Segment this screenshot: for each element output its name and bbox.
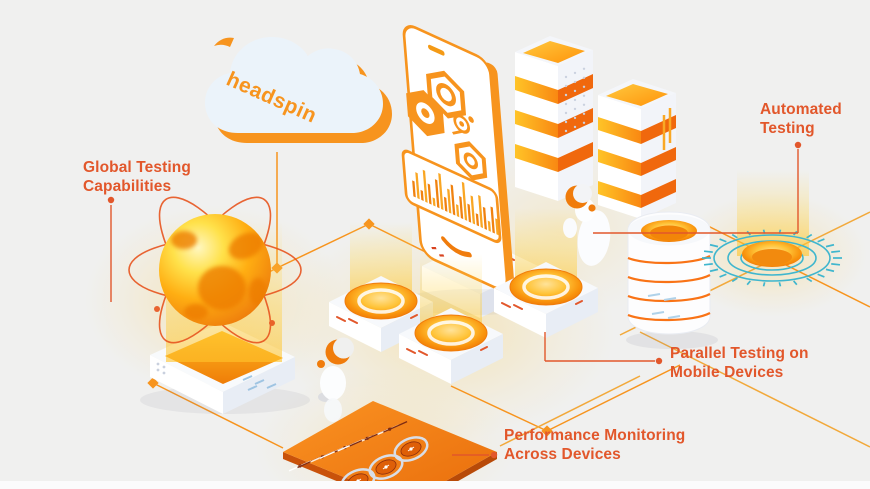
automated-testing-leader-line (593, 141, 802, 234)
label-automated-testing: Automated Testing (760, 101, 842, 139)
label-line: Global Testing (83, 159, 191, 176)
candlestick-chart (288, 421, 408, 472)
headspin-cloud-logo: headspin (205, 37, 392, 143)
label-global-testing-capabilities: Global Testing Capabilities (83, 159, 191, 197)
global-testing-leader-line (107, 196, 115, 302)
label-leader-lines (107, 141, 802, 459)
label-line: Automated (760, 101, 842, 118)
cloud-wing-accent (214, 37, 234, 47)
label-parallel-testing-on-mobile-devices: Parallel Testing on Mobile Devices (670, 345, 809, 383)
label-line: Testing (760, 119, 815, 137)
label-performance-monitoring-across-devices: Performance Monitoring Across Devices (504, 427, 685, 465)
device-pad-1 (329, 222, 433, 352)
database-server (626, 211, 718, 349)
parallel-testing-leader-line (544, 332, 663, 365)
server-tower-1 (515, 36, 593, 201)
label-line: Capabilities (83, 177, 172, 195)
globe (159, 214, 271, 326)
label-line: Mobile Devices (670, 363, 784, 381)
device-pad-3 (494, 208, 598, 338)
hexagon-nut-icons (406, 70, 488, 181)
device-pad-2 (399, 254, 503, 384)
crescent-figure-2 (563, 184, 611, 266)
bottom-strip (0, 481, 870, 489)
label-line: Performance Monitoring (504, 427, 686, 444)
waveform-panel (401, 149, 502, 244)
server-tower-2 (598, 79, 676, 219)
server-vent-dots (564, 67, 586, 133)
performance-monitoring-leader-line (452, 451, 498, 459)
label-line: Across Devices (504, 445, 621, 463)
crescent-figure-1 (317, 337, 354, 422)
phone-speaker (427, 44, 445, 56)
label-line: Parallel Testing on (670, 345, 809, 362)
